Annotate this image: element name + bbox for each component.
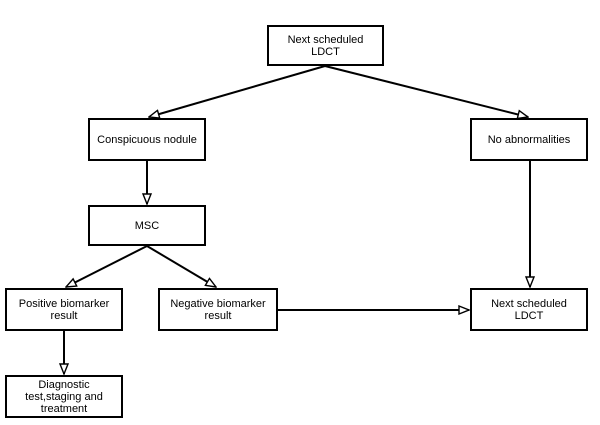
- edge-msc-to-negative: [146, 245, 216, 287]
- node-label: Positive biomarker result: [18, 297, 110, 322]
- node-label: Conspicuous nodule: [97, 133, 197, 146]
- node-next-scheduled-ldct-top: Next scheduled LDCT: [267, 25, 384, 66]
- edge-top-to-conspicuous: [149, 65, 326, 117]
- node-msc: MSC: [88, 205, 206, 246]
- node-label: MSC: [134, 219, 160, 232]
- edge-msc-to-positive: [66, 245, 148, 288]
- node-label: No abnormalities: [487, 133, 571, 146]
- edge-top-to-no-abnormalities: [324, 65, 528, 117]
- node-conspicuous-nodule: Conspicuous nodule: [88, 118, 206, 161]
- node-label: Next scheduled LDCT: [287, 33, 364, 58]
- node-next-scheduled-ldct-bottom: Next scheduled LDCT: [470, 288, 588, 331]
- node-diagnostic-test-staging-treatment: Diagnostic test,staging and treatment: [5, 375, 123, 418]
- node-label: Negative biomarker result: [170, 297, 266, 322]
- node-label: Diagnostic test,staging and treatment: [25, 378, 103, 415]
- node-negative-biomarker-result: Negative biomarker result: [158, 288, 278, 331]
- node-positive-biomarker-result: Positive biomarker result: [5, 288, 123, 331]
- node-label: Next scheduled LDCT: [491, 297, 567, 322]
- node-no-abnormalities: No abnormalities: [470, 118, 588, 161]
